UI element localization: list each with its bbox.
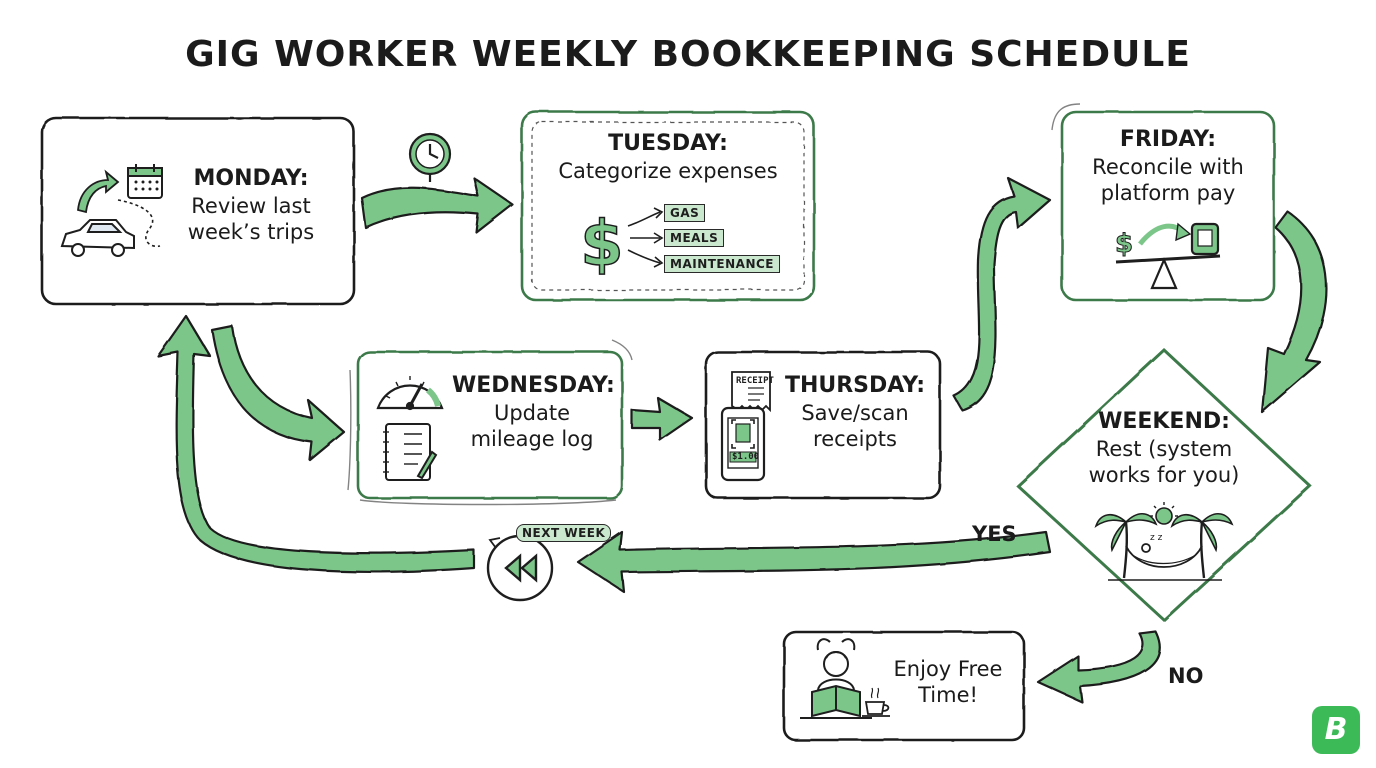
friday-line1: Reconcile with: [1092, 154, 1244, 179]
freetime-line1: Enjoy Free: [893, 657, 1003, 681]
cycle-arrows-icon: [77, 169, 120, 214]
category-tag-gas: GAS: [664, 204, 706, 222]
monday-text: MONDAY: Review last week’s trips: [168, 165, 334, 245]
clock-icon: [408, 132, 452, 182]
svg-text:$: $: [580, 207, 623, 280]
arrow-loop-monday: [156, 314, 476, 574]
page-title: GIG WORKER WEEKLY BOOKKEEPING SCHEDULE: [185, 34, 1191, 75]
phone-icon: [720, 406, 766, 482]
monday-line2: week’s trips: [187, 219, 315, 244]
friday-line2: platform pay: [1100, 180, 1236, 205]
wednesday-line1: Update: [493, 400, 571, 425]
tuesday-line1: Categorize expenses: [558, 158, 778, 183]
thursday-line2: receipts: [813, 426, 897, 451]
monday-line1: Review last: [191, 193, 311, 218]
arrow-weekend-freetime: [1036, 630, 1162, 704]
svg-text:z z: z z: [1150, 533, 1163, 543]
freetime-text: Enjoy Free Time!: [880, 656, 1016, 709]
next-week-tag: NEXT WEEK: [516, 524, 612, 542]
notebook-icon: [383, 423, 438, 481]
tuesday-heading: TUESDAY:: [608, 131, 728, 156]
arrow-weekend-nextweek: [576, 530, 1052, 594]
friday-heading: FRIDAY:: [1119, 127, 1217, 152]
arrow-monday-tuesday: [360, 176, 514, 234]
receipt-label: RECEIPT: [736, 376, 774, 386]
branch-no-label: NO: [1168, 664, 1204, 688]
weekend-diamond: [1015, 347, 1313, 623]
coffee-icon: [862, 687, 890, 717]
balance-scale-icon: $: [1114, 222, 1221, 290]
branch-yes-label: YES: [972, 522, 1017, 546]
tuesday-text: TUESDAY: Categorize expenses: [532, 130, 804, 184]
wednesday-heading: WEDNESDAY:: [452, 373, 615, 398]
thursday-heading: THURSDAY:: [784, 373, 926, 398]
brand-logo: B: [1312, 706, 1360, 754]
phone-amount: $1.00: [732, 452, 760, 462]
hammock-icon: z z: [1125, 533, 1203, 568]
monday-box: [40, 116, 356, 306]
weekend-text: WEEKEND: Rest (system works for you): [1064, 408, 1264, 488]
car-icon: [60, 219, 135, 257]
category-tag-maintenance: MAINTENANCE: [664, 255, 780, 273]
rewind-icon: [486, 534, 554, 602]
reader-icon: [800, 638, 872, 719]
wednesday-text: WEDNESDAY: Update mileage log: [452, 372, 615, 452]
calendar-icon: [127, 164, 163, 199]
palm-tree-icon: [1094, 513, 1234, 579]
dollar-icon: $: [580, 206, 625, 281]
arrow-friday-weekend: [1260, 210, 1328, 414]
wednesday-line2: mileage log: [470, 426, 594, 451]
freetime-line2: Time!: [918, 683, 978, 708]
category-tag-meals: MEALS: [664, 229, 725, 247]
thursday-text: THURSDAY: Save/scan receipts: [776, 372, 934, 452]
arrow-wednesday-thursday: [630, 396, 694, 442]
sun-icon: [1150, 502, 1178, 525]
friday-box: [1060, 110, 1276, 302]
thursday-line1: Save/scan: [801, 400, 909, 425]
speedometer-icon: [376, 376, 444, 411]
svg-text:$: $: [1115, 229, 1133, 259]
weekend-heading: WEEKEND:: [1098, 409, 1230, 434]
arrow-thursday-friday: [952, 176, 1052, 412]
monday-heading: MONDAY:: [193, 166, 309, 191]
arrow-monday-wednesday: [210, 324, 346, 462]
weekend-line2: works for you): [1088, 462, 1240, 487]
weekend-line1: Rest (system: [1095, 436, 1233, 461]
friday-text: FRIDAY: Reconcile with platform pay: [1066, 126, 1270, 206]
